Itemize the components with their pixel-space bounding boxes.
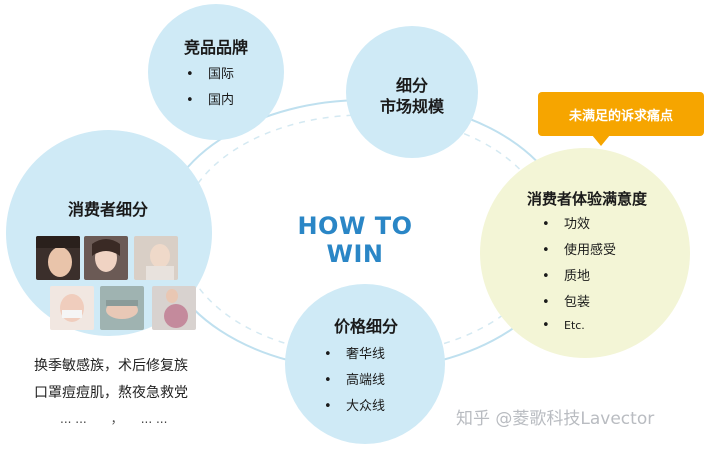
photo-woman-pregnant: [152, 286, 196, 330]
list-item: •质地: [542, 269, 591, 284]
consumer-caption-line2: 口罩痘痘肌，熬夜急救党: [34, 385, 188, 401]
market-title-line2: 市场规模: [379, 97, 444, 116]
price-title: 价格细分: [333, 317, 398, 336]
photo-woman-4: [50, 286, 94, 330]
consumer-caption-line1: 换季敏感族，术后修复族: [34, 358, 188, 374]
consumer-title: 消费者细分: [67, 200, 148, 219]
photo-woman-5: [100, 286, 144, 330]
list-item: •使用感受: [542, 243, 617, 258]
list-item: •国内: [186, 93, 235, 108]
consumer-caption-line3: ... ... ， ... ...: [60, 412, 168, 426]
market-circle: [346, 26, 478, 158]
price-circle: [285, 284, 445, 444]
list-item: •功效: [542, 217, 591, 232]
competitor-title: 竞品品牌: [183, 38, 248, 57]
competitor-bullets: •国际 •国内: [182, 62, 234, 114]
photo-woman-3: [134, 236, 178, 280]
list-item: •包装: [542, 295, 591, 310]
experience-circle: [480, 148, 690, 358]
watermark-text: 知乎 @菱歌科技Lavector: [456, 409, 655, 429]
experience-title: 消费者体验满意度: [526, 190, 647, 208]
competitor-circle: [148, 4, 284, 140]
price-bullets: •奢华线 •高端线 •大众线: [320, 342, 385, 420]
list-item: •Etc.: [542, 318, 585, 333]
list-item: •国际: [186, 67, 235, 82]
market-title-line1: 细分: [395, 76, 428, 95]
list-item: •高端线: [324, 373, 386, 388]
experience-bullets: •功效 •使用感受 •质地 •包装 •Etc.: [538, 212, 616, 336]
photo-woman-1: [36, 236, 80, 280]
center-title: HOW TO WIN: [297, 212, 413, 268]
callout-tail: [592, 135, 610, 146]
watermark: 知乎 @菱歌科技Lavector: [456, 404, 654, 429]
list-item: •大众线: [324, 399, 386, 414]
photo-woman-2: [84, 236, 128, 280]
list-item: •奢华线: [324, 347, 386, 362]
callout-unmet-needs: 未满足的诉求痛点: [538, 92, 704, 136]
